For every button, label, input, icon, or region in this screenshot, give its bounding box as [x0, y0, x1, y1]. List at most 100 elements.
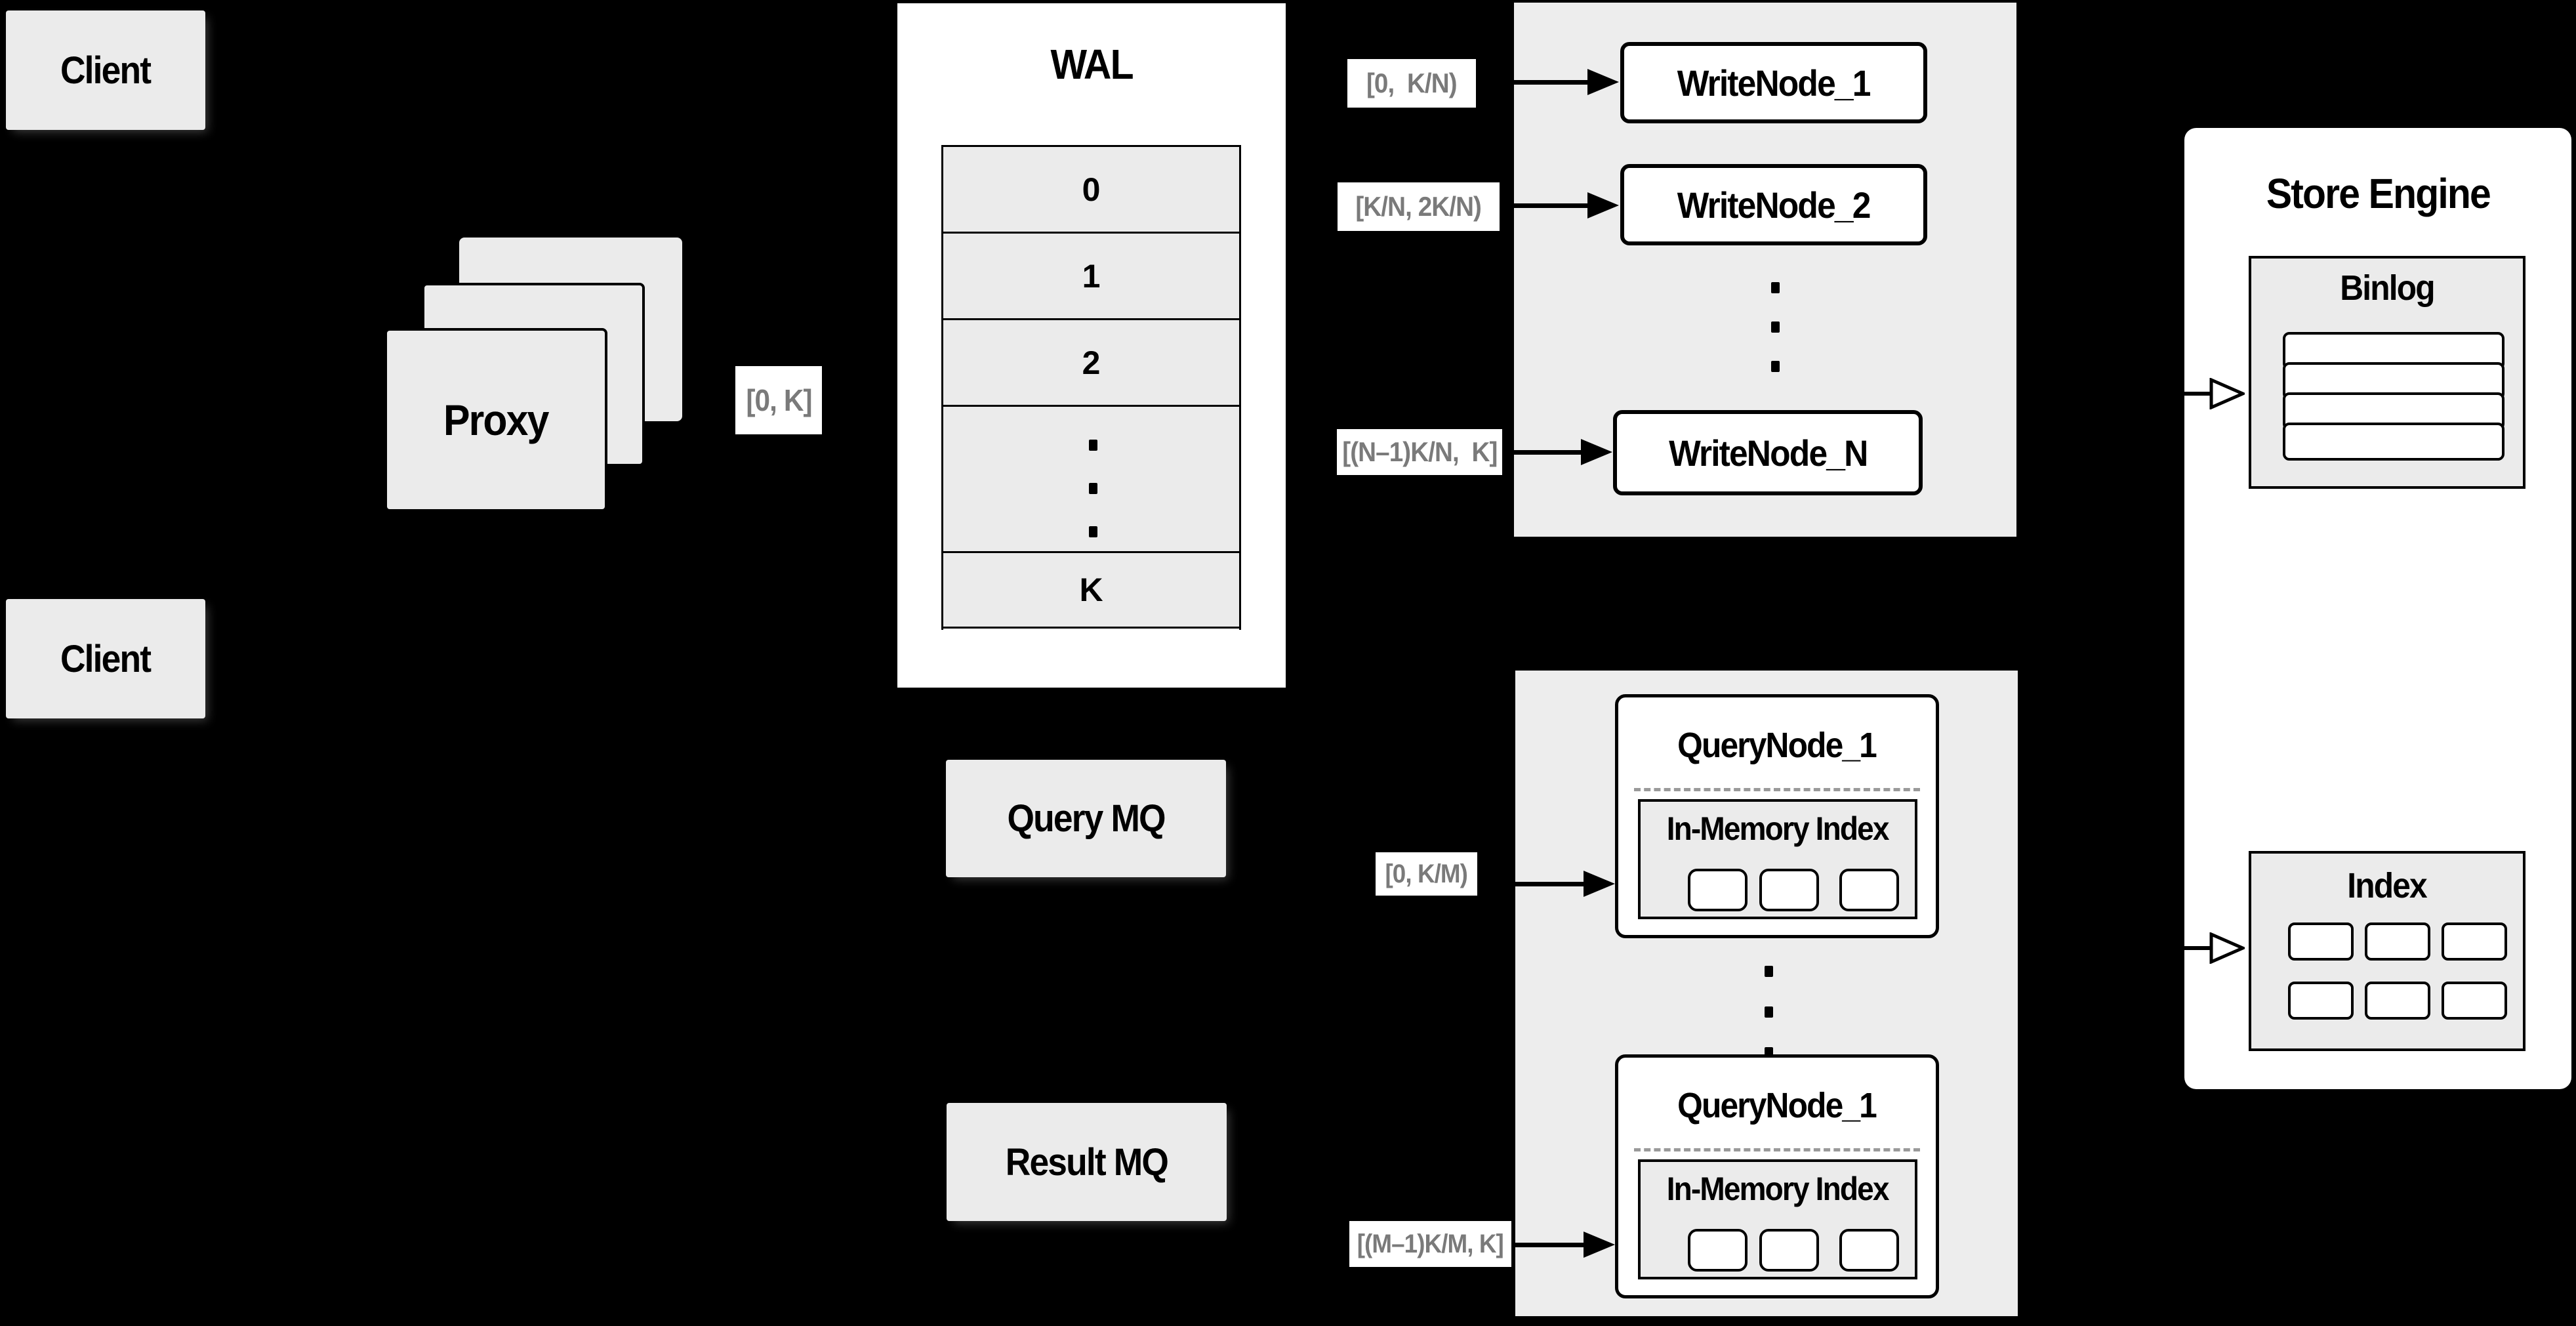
in-memory-index-1-title: In-Memory Index	[1667, 810, 1890, 847]
client-bottom-label: Client	[60, 637, 152, 680]
arrowhead-icon	[1587, 69, 1619, 95]
segment-cell	[1759, 1229, 1819, 1272]
range-label-querynode-1: [0, K/M)	[1376, 852, 1477, 896]
segment-cell	[1688, 869, 1748, 911]
store-engine-title: Store Engine	[2266, 170, 2491, 217]
query-node-1-title-row: QueryNode_1	[1618, 722, 1936, 768]
range-label-writenode-2: [K/N, 2K/N)	[1338, 182, 1500, 231]
index-cell	[2442, 982, 2507, 1020]
open-arrowhead-icon	[2209, 932, 2245, 964]
segment-cell	[1839, 1229, 1899, 1272]
store-engine-box: Store Engine Binlog Index	[2184, 128, 2571, 1089]
segment-cell	[1759, 869, 1819, 911]
in-memory-index-2-title: In-Memory Index	[1667, 1171, 1890, 1207]
wal-slot-row: 2	[943, 320, 1239, 407]
vertical-ellipsis-dot	[1771, 321, 1780, 333]
vertical-ellipsis-dot	[1765, 966, 1773, 977]
dashed-divider	[1634, 1148, 1920, 1151]
wal-slot-k: K	[1079, 571, 1103, 608]
arrow-shaft	[1503, 450, 1582, 455]
range-label-querynode-1-text: [0, K/M)	[1385, 859, 1468, 888]
binlog-row	[2283, 423, 2504, 461]
dashed-divider	[1634, 788, 1920, 791]
write-node-1-label: WriteNode_1	[1677, 62, 1871, 104]
wal-slot-1: 1	[1082, 257, 1101, 295]
in-memory-index-2-box: In-Memory Index	[1638, 1159, 1917, 1279]
in-memory-index-2-title-row: In-Memory Index	[1641, 1169, 1915, 1209]
vertical-ellipsis-dot	[1089, 483, 1097, 494]
query-node-panel: QueryNode_1 In-Memory Index QueryNode_1	[1515, 671, 2018, 1316]
vertical-ellipsis-dot	[1089, 440, 1097, 451]
wal-title: WAL	[1050, 41, 1134, 88]
range-label-0-k-text: [0, K]	[745, 383, 812, 417]
query-node-1-box: QueryNode_1 In-Memory Index	[1615, 694, 1939, 938]
proxy-label: Proxy	[443, 396, 549, 444]
client-top-box: Client	[6, 10, 205, 130]
write-node-n-box: WriteNode_N	[1613, 410, 1923, 495]
write-node-1-box: WriteNode_1	[1620, 42, 1927, 123]
index-cell	[2288, 922, 2354, 961]
vertical-ellipsis-dot	[1771, 361, 1780, 372]
write-node-n-label: WriteNode_N	[1668, 432, 1868, 474]
wal-title-row: WAL	[897, 35, 1286, 94]
result-mq-label: Result MQ	[1005, 1140, 1169, 1184]
arrow-shaft	[1477, 882, 1586, 886]
arrow-shaft	[1500, 203, 1589, 208]
index-cell	[2365, 982, 2430, 1020]
wal-slot-0: 0	[1082, 171, 1101, 208]
arrowhead-icon	[1584, 871, 1615, 897]
index-box: Index	[2249, 851, 2525, 1051]
query-node-2-title-row: QueryNode_1	[1618, 1083, 1936, 1129]
write-node-2-label: WriteNode_2	[1677, 184, 1871, 226]
wal-slot-row: 1	[943, 234, 1239, 320]
arrowhead-icon	[1581, 439, 1612, 465]
wal-table: 0 1 2 K	[941, 145, 1241, 630]
range-label-querynode-2-text: [(M–1)K/M, K]	[1357, 1229, 1504, 1258]
query-node-1-title: QueryNode_1	[1677, 726, 1878, 765]
query-mq-label: Query MQ	[1007, 797, 1166, 840]
index-cell	[2365, 922, 2430, 961]
wal-slot-row: 0	[943, 147, 1239, 234]
binlog-title: Binlog	[2340, 268, 2435, 308]
result-mq-box: Result MQ	[947, 1103, 1227, 1221]
index-cell	[2442, 922, 2507, 961]
range-label-writenode-2-text: [K/N, 2K/N)	[1355, 191, 1482, 222]
query-node-2-box: QueryNode_1 In-Memory Index	[1615, 1054, 1939, 1298]
open-arrowhead-icon	[2209, 378, 2245, 409]
vertical-ellipsis-dot	[1771, 282, 1780, 293]
range-label-0-k: [0, K]	[735, 366, 822, 434]
query-node-2-title: QueryNode_1	[1677, 1086, 1878, 1125]
index-title: Index	[2347, 866, 2428, 905]
range-label-querynode-2: [(M–1)K/M, K]	[1349, 1221, 1511, 1267]
wal-box: WAL 0 1 2 K	[897, 3, 1286, 688]
index-cell	[2288, 982, 2354, 1020]
write-node-panel: WriteNode_1 WriteNode_2 WriteNode_N	[1514, 3, 2016, 537]
wal-ellipsis-row	[943, 407, 1239, 553]
arrow-shaft	[1476, 80, 1589, 85]
arrow-shaft	[2184, 946, 2215, 950]
range-label-writenode-1: [0, K/N)	[1347, 59, 1476, 108]
segment-cell	[1688, 1229, 1748, 1272]
in-memory-index-1-title-row: In-Memory Index	[1641, 808, 1915, 849]
segment-cell	[1839, 869, 1899, 911]
client-bottom-box: Client	[6, 599, 205, 718]
vertical-ellipsis-dot	[1089, 526, 1097, 537]
store-engine-title-row: Store Engine	[2184, 164, 2571, 223]
proxy-box: Proxy	[384, 328, 607, 512]
wal-slot-row: K	[943, 553, 1239, 629]
arrowhead-icon	[1584, 1232, 1615, 1258]
arrowhead-icon	[1587, 192, 1619, 218]
index-title-row: Index	[2251, 863, 2523, 909]
wal-slot-2: 2	[1082, 344, 1101, 381]
write-node-2-box: WriteNode_2	[1620, 164, 1927, 245]
query-mq-box: Query MQ	[946, 760, 1226, 877]
range-label-writenode-n-text: [(N–1)K/N, K]	[1341, 436, 1498, 467]
client-top-label: Client	[60, 49, 152, 92]
binlog-box: Binlog	[2249, 256, 2525, 489]
in-memory-index-1-box: In-Memory Index	[1638, 799, 1917, 919]
binlog-title-row: Binlog	[2251, 265, 2523, 311]
arrow-shaft	[1511, 1243, 1586, 1247]
arrow-shaft	[2184, 392, 2215, 396]
vertical-ellipsis-dot	[1765, 1006, 1773, 1018]
